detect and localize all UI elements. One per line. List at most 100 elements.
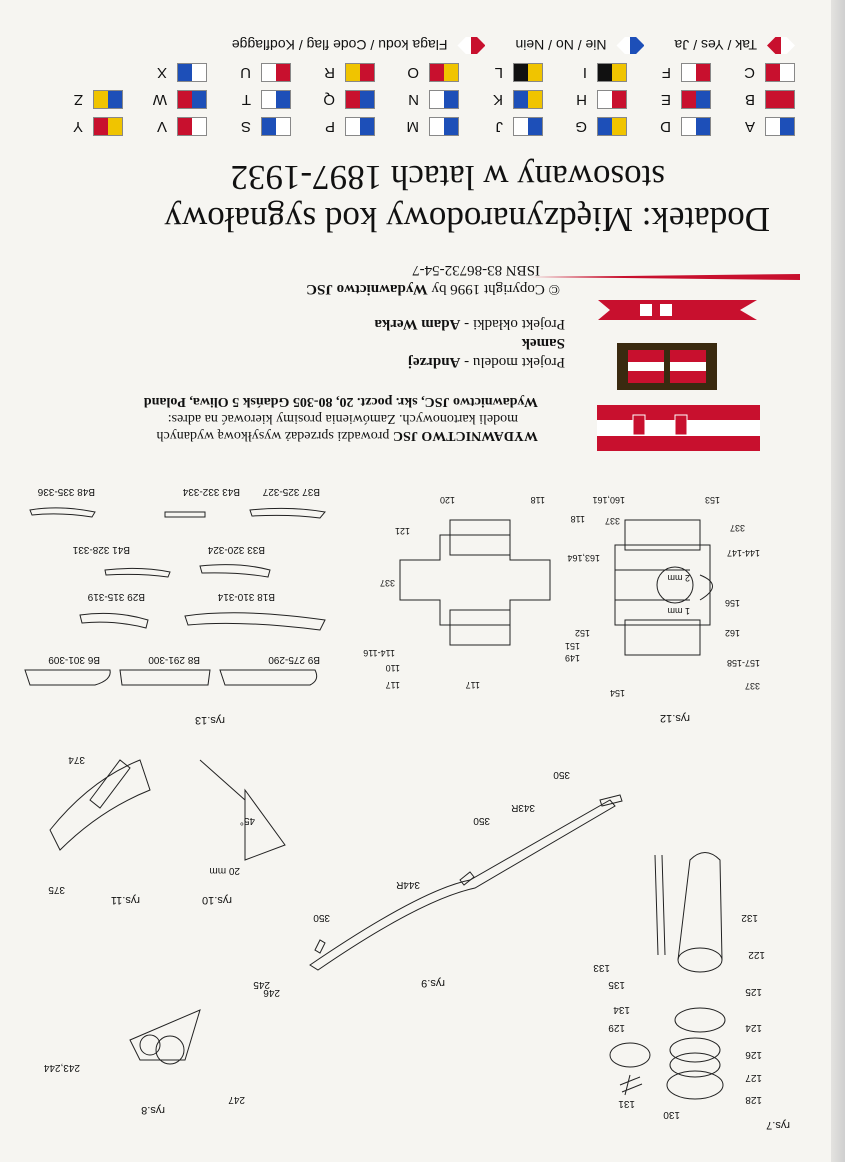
signal-flag-icon	[177, 90, 207, 109]
diagram-label: 129	[608, 1022, 625, 1033]
flag-entry: T	[207, 90, 291, 109]
copyright-prefix: © Copyright 1996 by	[427, 281, 560, 297]
flag-entry: E	[627, 90, 711, 109]
pennant-flag	[598, 300, 757, 320]
diagram-label: rys.13	[195, 714, 225, 726]
flag-entry: L	[459, 63, 543, 82]
diagram-label: 350	[473, 815, 490, 826]
diagram-label: rys.8	[141, 1104, 165, 1116]
flag-entry: D	[627, 117, 711, 136]
flag-entry: W	[123, 90, 207, 109]
diagram-label: 133	[593, 962, 610, 973]
publisher-name: WYDAWNICTWO JSC	[392, 428, 538, 443]
diagram-label: B37 325-327	[262, 486, 320, 497]
signal-flag-icon	[429, 63, 459, 82]
diagram-label: rys.11	[111, 894, 140, 906]
diagram-label: 245	[253, 979, 270, 990]
diagram-label: 124	[745, 1022, 762, 1033]
flag-entry: R	[291, 63, 375, 82]
diagram-label: 121	[395, 526, 410, 536]
diagram-label: B33 320-324	[207, 544, 265, 555]
flag-label: D	[660, 118, 671, 135]
ornamental-flag	[617, 343, 717, 390]
flag-entry: C	[711, 63, 795, 82]
diagram-label: 20 mm	[209, 865, 240, 876]
signal-flag-icon	[767, 37, 795, 54]
flag-label: W	[152, 91, 167, 108]
flag-entry: Z	[39, 90, 123, 109]
diagram-label: 131	[618, 1098, 635, 1109]
flag-entry: Q	[291, 90, 375, 109]
flag-label: G	[575, 118, 587, 135]
signal-flag-icon	[681, 90, 711, 109]
long-pennant	[530, 274, 800, 280]
signal-flag-icon	[345, 90, 375, 109]
diagram-label: B29 315-319	[87, 591, 145, 602]
diagram-label: 134	[613, 1004, 630, 1015]
rys13-parts	[24, 507, 326, 686]
page-title: Dodatek: Międzynarodowy kod sygnałowy st…	[80, 148, 770, 240]
flag-label: S	[240, 118, 251, 135]
diagram-label: 132	[741, 912, 758, 923]
diagram-label: 151	[565, 641, 580, 651]
diagram-label: 126	[745, 1049, 762, 1060]
diagram-label: 156	[725, 598, 740, 608]
publisher-line-1: prowadzi sprzedaż wysyłkową wydanych	[156, 428, 393, 443]
diagram-label: 1 mm	[668, 606, 691, 616]
publisher-address: Wydawnictwo JSC, skr. poczt. 20, 80-305 …	[143, 394, 538, 409]
flag-entry: N	[375, 90, 459, 109]
title-line-2: stosowany w latach 1897-1932	[230, 158, 665, 197]
signal-flag-icon	[765, 63, 795, 82]
diagram-label: 374	[68, 754, 85, 765]
flag-label: J	[495, 118, 504, 135]
title-line-1: Dodatek: Międzynarodowy kod sygnałowy	[164, 200, 770, 239]
diagram-label: 344R	[396, 879, 420, 890]
flag-entry: I	[543, 63, 627, 82]
flag-label: E	[660, 91, 671, 108]
flag-label: Z	[73, 91, 83, 108]
copyright-publisher: Wydawnictwo JSC	[306, 281, 428, 297]
rys12-labels: 337157-158162156144-147337153160,1613371…	[363, 495, 760, 698]
austro-hungarian-ensign	[597, 405, 760, 451]
flag-label: K	[492, 91, 503, 108]
diagram-label: 162	[725, 628, 740, 638]
diagram-label: 2 mm	[668, 573, 691, 583]
diagram-label: 128	[745, 1094, 762, 1105]
diagram-label: 118	[531, 495, 545, 505]
flag-entry: F	[627, 63, 711, 82]
signal-flag-icon	[765, 117, 795, 136]
cover-author: Adam Werka	[374, 316, 461, 332]
flag-label: O	[407, 64, 419, 81]
flag-label: Y	[72, 118, 83, 135]
diagram-label: B18 310-314	[217, 591, 275, 602]
diagram-label: 117	[386, 680, 400, 690]
flag-label: L	[494, 64, 503, 81]
signal-flag-icon	[429, 90, 459, 109]
copyright-block: © Copyright 1996 by Wydawnictwo JSC ISBN…	[285, 260, 560, 298]
diagram-label: 337	[745, 681, 760, 691]
flag-entry: Nie / No / Nein	[515, 37, 644, 54]
signal-flag-icon	[261, 90, 291, 109]
diagram-label: B9 275-290	[268, 654, 320, 665]
flag-entry: M	[375, 117, 459, 136]
diagram-label: 337	[605, 516, 620, 526]
diagram-label: 130	[663, 1109, 680, 1120]
diagram-label: B8 291-300	[148, 654, 200, 665]
rys12-diagram	[399, 519, 713, 656]
diagram-label: 45°	[240, 815, 255, 826]
signal-flag-icon	[261, 63, 291, 82]
diagram-label: 337	[380, 578, 395, 588]
signal-flag-icon	[93, 90, 123, 109]
flag-label: Q	[323, 91, 335, 108]
diagram-label: 149	[565, 653, 580, 663]
signal-flag-icon	[765, 90, 795, 109]
flag-label: C	[744, 64, 755, 81]
flag-entry: U	[207, 63, 291, 82]
diagram-label: B6 301-309	[48, 654, 100, 665]
flag-entry: Flaga kodu / Code flag / Kodflagge	[232, 37, 486, 54]
